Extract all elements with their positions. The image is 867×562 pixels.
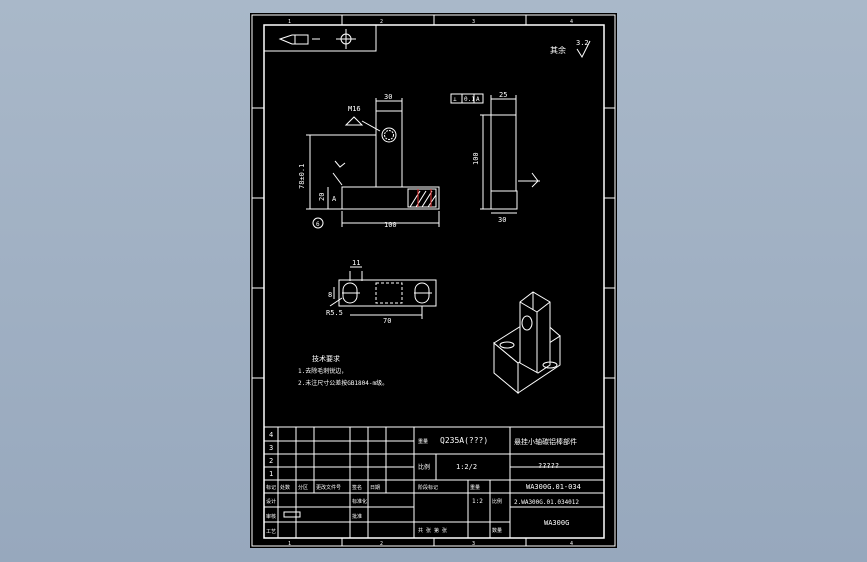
stage-label: 阶段标记	[418, 484, 438, 491]
roughness-value: 3.2	[576, 39, 589, 47]
grid-bottom-3: 3	[472, 541, 475, 547]
rev-row-1: 1	[269, 470, 273, 478]
qty-label: 数量	[492, 527, 502, 534]
sheet-info: 共 张 第 张	[418, 527, 447, 534]
grid-bottom-4: 4	[570, 541, 573, 547]
front-view	[306, 98, 440, 229]
grid-bottom-2: 2	[380, 541, 383, 547]
hdr-date: 日期	[370, 485, 380, 491]
border-ticks	[252, 15, 615, 546]
tech-req-line-2: 2.未注尺寸公差按GB1804-m级。	[298, 379, 388, 387]
geo-tol-datum: A	[476, 96, 480, 103]
grid-top-2: 2	[380, 19, 383, 25]
tech-requirements: 技术要求 1.去除毛刺锐边， 2.未注尺寸公差按GB1804-m级。	[298, 354, 388, 387]
drawing-no: WA300G.01-034	[526, 483, 581, 491]
hdr-mark: 标记	[266, 484, 276, 491]
geo-tol-symbol: ⊥	[453, 96, 457, 103]
dim-side-width: 25	[499, 91, 507, 99]
dim-side-height: 100	[472, 152, 480, 165]
tech-req-title: 技术要求	[312, 354, 340, 363]
signer-design: 设计	[266, 498, 276, 505]
weight-label: 重量	[470, 484, 480, 491]
part-name: 悬挂小轴碳铝棒部件	[514, 437, 577, 446]
isometric-view	[493, 291, 561, 395]
rev-row-4: 4	[269, 431, 273, 439]
signer-approve: 批准	[352, 513, 362, 520]
top-left-symbol-box	[263, 24, 377, 52]
tech-req-line-1: 1.去除毛刺锐边，	[298, 367, 347, 375]
dim-slot-w: 11	[352, 259, 360, 267]
rev-row-2: 2	[269, 457, 273, 465]
front-view-labels: 30 M16 78±0.1 20 100 6 A	[298, 93, 397, 229]
signer-standard: 标准化	[352, 498, 367, 505]
drawing-sheet: 其余 3.2 30 M16 78±0.1 20	[250, 13, 617, 548]
assembly-no: 2.WA300G.01.034012	[514, 499, 579, 506]
title-block-text: 4 3 2 1 标记 处数 分区 更改文件号 签名 日期 设计 审核 工艺 标准…	[266, 431, 581, 535]
ratio-label: 比例	[492, 498, 502, 505]
scale-text: 1:2/2	[456, 463, 477, 471]
grid-refs-top: 1 2 3 4	[288, 19, 573, 25]
dim-slot-r: R5.5	[326, 309, 343, 317]
roughness-symbol: 其余 3.2	[550, 39, 591, 59]
dim-hole: M16	[348, 105, 361, 113]
top-view-labels: 11 8 R5.5 70	[326, 259, 391, 325]
geo-tol-value: 0.1	[464, 96, 475, 103]
page-scale: 1:2	[472, 498, 483, 505]
project: WA300G	[544, 519, 569, 527]
dim-base-thick: 20	[318, 193, 326, 201]
dim-width-top: 30	[384, 93, 392, 101]
weight-label-2: 重量	[418, 438, 428, 445]
signer-process: 工艺	[266, 529, 276, 535]
grid-refs-bottom: 1 2 3 4	[288, 541, 573, 547]
cad-drawing: 其余 3.2 30 M16 78±0.1 20	[251, 14, 616, 547]
material: Q235A(???)	[440, 436, 488, 445]
hdr-sign: 签名	[352, 484, 362, 491]
circle-mark: 6	[316, 221, 320, 228]
grid-top-3: 3	[472, 19, 475, 25]
dim-slot-span: 70	[383, 317, 391, 325]
signer-review: 审核	[266, 513, 276, 520]
hdr-zone: 分区	[298, 484, 308, 491]
datum-letter: A	[332, 195, 337, 203]
top-view	[329, 266, 437, 319]
dim-base-len: 100	[384, 221, 397, 229]
side-view	[450, 93, 540, 214]
dim-side-base: 30	[498, 216, 506, 224]
weight-text: ?????	[538, 462, 559, 470]
grid-bottom-1: 1	[288, 541, 291, 547]
hdr-change: 更改文件号	[316, 484, 341, 491]
dim-height-left: 78±0.1	[298, 164, 306, 189]
rev-row-3: 3	[269, 444, 273, 452]
scale-label: 比例	[418, 463, 430, 471]
roughness-note: 其余	[550, 45, 566, 55]
grid-top-1: 1	[288, 19, 291, 25]
dim-slot-h: 8	[328, 291, 332, 299]
grid-top-4: 4	[570, 19, 573, 25]
side-view-labels: 25 100 30 ⊥ 0.1 A	[453, 91, 507, 224]
hdr-count: 处数	[280, 484, 290, 491]
